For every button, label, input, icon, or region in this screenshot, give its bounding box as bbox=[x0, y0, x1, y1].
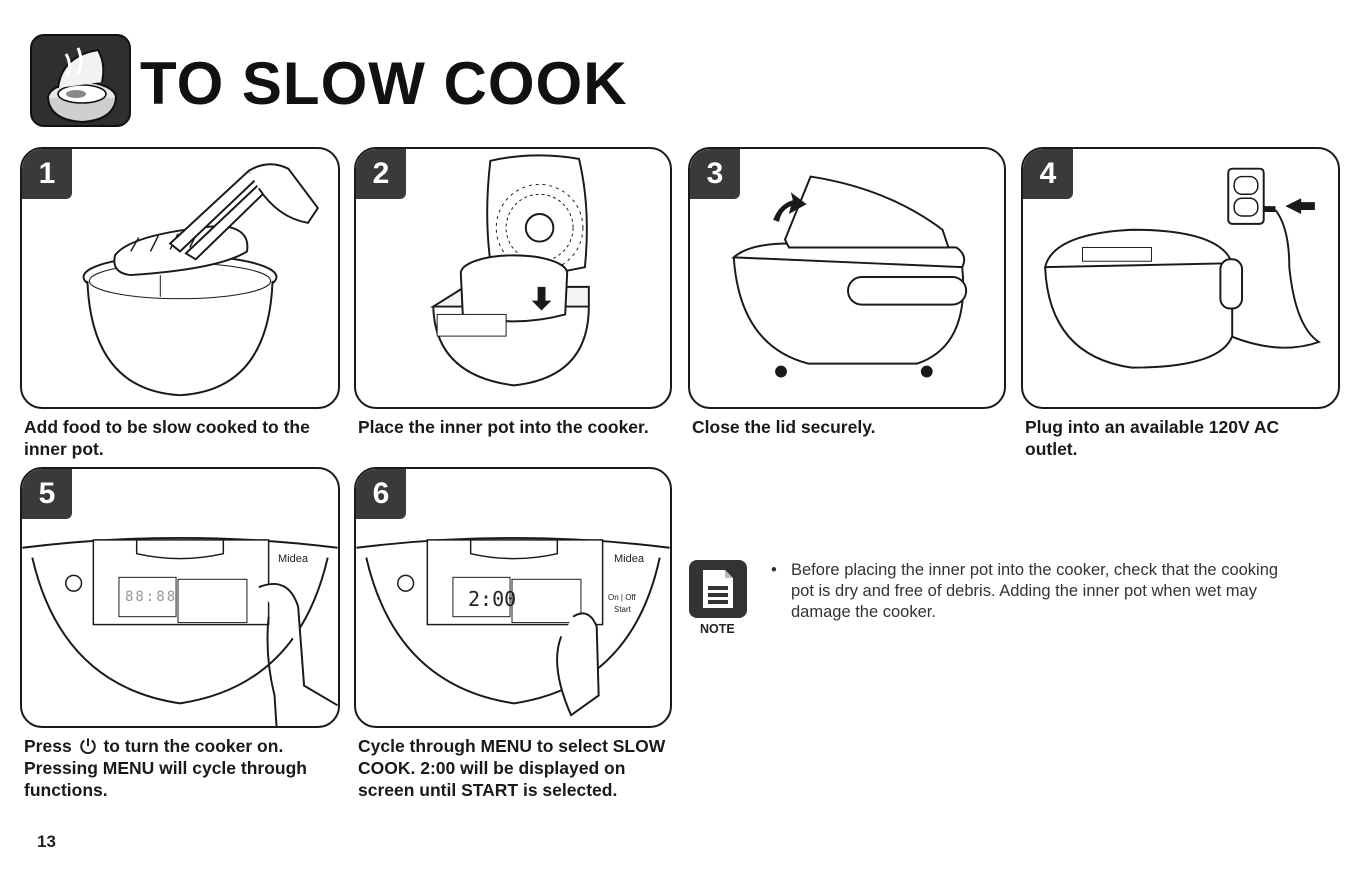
step-3-caption: Close the lid securely. bbox=[692, 416, 1008, 438]
note-body: Before placing the inner pot into the co… bbox=[771, 560, 1301, 623]
slow-cook-icon bbox=[30, 34, 131, 127]
note-label: NOTE bbox=[700, 622, 735, 636]
panel-5-brand: Midea bbox=[278, 553, 308, 565]
note-text: • Before placing the inner pot into the … bbox=[771, 560, 1301, 623]
step-2-caption: Place the inner pot into the cooker. bbox=[358, 416, 674, 438]
panel-5-display: 88:88 bbox=[125, 589, 177, 605]
note-bullet: • bbox=[771, 560, 777, 581]
step-3-panel: 3 bbox=[688, 147, 1006, 409]
step-6-caption: Cycle through MENU to select SLOW COOK. … bbox=[358, 735, 674, 801]
step-4-caption: Plug into an available 120V AC outlet. bbox=[1025, 416, 1325, 460]
step-1-number: 1 bbox=[22, 149, 72, 199]
step-5-number: 5 bbox=[22, 469, 72, 519]
panel-6-start: Start bbox=[614, 605, 631, 614]
note-icon bbox=[689, 560, 747, 618]
panel-6-brand: Midea bbox=[614, 553, 644, 565]
panel-6-on-off: On | Off bbox=[608, 593, 636, 602]
step-5-panel: 5 Midea 88:88 bbox=[20, 467, 340, 728]
power-icon bbox=[79, 737, 97, 755]
step-2-panel: 2 bbox=[354, 147, 672, 409]
step-6-number: 6 bbox=[356, 469, 406, 519]
step-5-caption: Press to turn the cooker on. Pressing ME… bbox=[24, 735, 334, 801]
step-1-panel: 1 bbox=[20, 147, 340, 409]
step-5-caption-start: Press bbox=[24, 736, 72, 756]
step-2-number: 2 bbox=[356, 149, 406, 199]
step-4-number: 4 bbox=[1023, 149, 1073, 199]
step-3-number: 3 bbox=[690, 149, 740, 199]
page-title: TO SLOW COOK bbox=[140, 52, 628, 116]
step-4-panel: 4 bbox=[1021, 147, 1340, 409]
step-6-panel: 6 Midea 2:00 On | Off Start bbox=[354, 467, 672, 728]
page-number: 13 bbox=[37, 832, 56, 852]
panel-6-display: 2:00 bbox=[468, 587, 516, 611]
step-1-caption: Add food to be slow cooked to the inner … bbox=[24, 416, 334, 460]
